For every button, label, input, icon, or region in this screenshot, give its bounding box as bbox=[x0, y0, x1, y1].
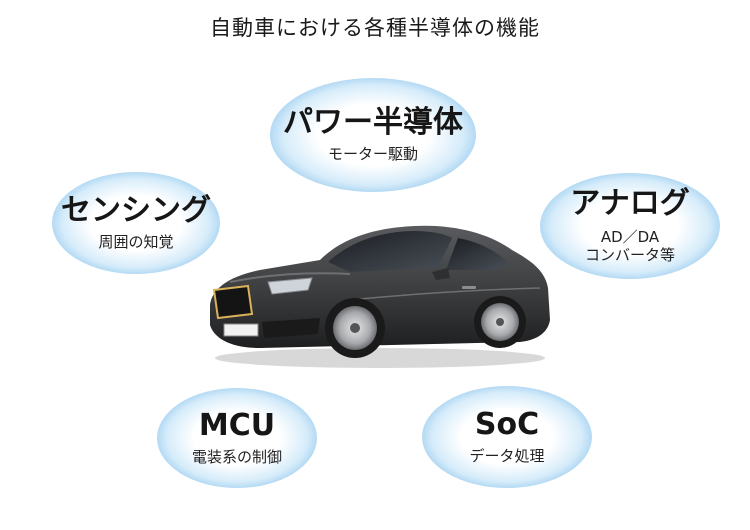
bubble-power-title: パワー半導体 bbox=[283, 106, 463, 141]
bubble-sensing-desc: 周囲の知覚 bbox=[98, 233, 173, 252]
bubble-power-semiconductor: パワー半導体 モーター駆動 bbox=[270, 78, 476, 192]
bubble-power-desc: モーター駆動 bbox=[328, 145, 418, 164]
bubble-soc-desc: データ処理 bbox=[469, 447, 544, 466]
car-shadow bbox=[215, 348, 545, 368]
bubble-mcu-title: MCU bbox=[199, 409, 275, 444]
diagram-title: 自動車における各種半導体の機能 bbox=[0, 12, 750, 42]
car-illustration bbox=[200, 210, 555, 370]
bubble-soc-title: SoC bbox=[475, 408, 539, 443]
car-grille bbox=[214, 286, 252, 318]
bubble-analog-title: アナログ bbox=[570, 187, 689, 222]
bubble-sensing: センシング 周囲の知覚 bbox=[52, 172, 220, 274]
car-rear-hub bbox=[496, 318, 504, 326]
car-front-hub bbox=[350, 323, 360, 333]
car-door-handle bbox=[462, 286, 476, 289]
car-license-plate bbox=[224, 324, 258, 336]
bubble-mcu-desc: 電装系の制御 bbox=[192, 448, 282, 467]
bubble-analog-desc-line1: AD／DA bbox=[601, 228, 659, 247]
bubble-analog-desc-line2: コンバータ等 bbox=[585, 246, 675, 265]
bubble-sensing-title: センシング bbox=[61, 194, 211, 229]
bubble-soc: SoC データ処理 bbox=[422, 386, 592, 488]
bubble-mcu: MCU 電装系の制御 bbox=[157, 388, 317, 488]
bubble-analog: アナログ AD／DA コンバータ等 bbox=[540, 173, 720, 279]
car-windshield bbox=[328, 231, 452, 272]
